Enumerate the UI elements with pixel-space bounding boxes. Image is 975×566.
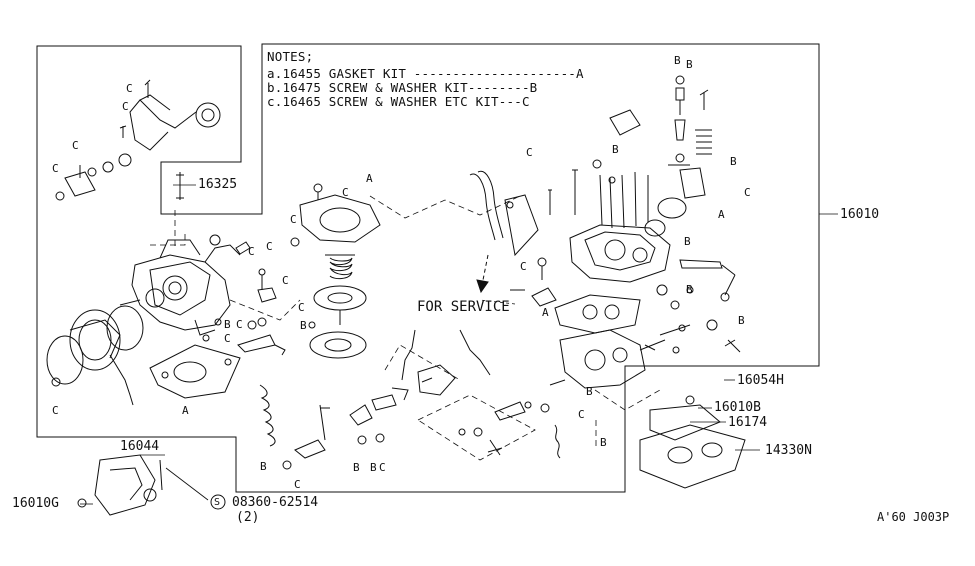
screw-quantity: (2) bbox=[236, 510, 260, 525]
dashed-assembly-lines bbox=[150, 195, 661, 461]
notes-line-b: b.16475 SCREW & WASHER KIT--------B bbox=[267, 80, 538, 95]
center-linkage-parts bbox=[259, 329, 491, 470]
callout-c: C bbox=[379, 461, 386, 474]
part-16054h: 16054H bbox=[737, 373, 784, 388]
callout-b: B bbox=[674, 54, 681, 67]
fuel-hose bbox=[469, 170, 539, 257]
callout-c: C bbox=[578, 408, 585, 421]
throttle-body-lower bbox=[549, 324, 686, 389]
throttle-linkage-cluster bbox=[55, 79, 221, 201]
callout-a: A bbox=[366, 172, 373, 185]
callout-c: C bbox=[72, 139, 79, 152]
callout-c: C bbox=[52, 162, 59, 175]
callout-b: B bbox=[612, 143, 619, 156]
notes-line-a: a.16455 GASKET KIT ---------------------… bbox=[267, 66, 584, 81]
callout-c: C bbox=[342, 186, 349, 199]
callout-c: C bbox=[294, 478, 301, 491]
callout-a: A bbox=[718, 208, 725, 221]
callout-a: A bbox=[542, 306, 549, 319]
part-16174: 16174 bbox=[728, 415, 768, 430]
callout-c: C bbox=[248, 245, 255, 258]
callout-c: C bbox=[122, 100, 129, 113]
callout-b: B bbox=[224, 318, 231, 331]
part-16044: 16044 bbox=[120, 439, 160, 454]
callout-c: C bbox=[126, 82, 133, 95]
diagram-id: A'60 J003P bbox=[877, 510, 950, 524]
callout-c: C bbox=[744, 186, 751, 199]
callout-c: C bbox=[236, 318, 243, 331]
callout-b: B bbox=[370, 461, 377, 474]
callout-c: C bbox=[52, 404, 59, 417]
needle-valve-column bbox=[668, 75, 712, 166]
parts-frame bbox=[36, 43, 820, 493]
callout-c: C bbox=[224, 332, 231, 345]
left-small-parts bbox=[176, 172, 286, 356]
callout-b: B bbox=[686, 58, 693, 71]
callout-c: C bbox=[520, 260, 527, 273]
callout-c: C bbox=[298, 301, 305, 314]
notes-title: NOTES; bbox=[267, 49, 314, 64]
left-carburetor-body bbox=[119, 234, 241, 336]
vacuum-diaphragm bbox=[290, 183, 381, 359]
part-screw-08360-62514: 08360-62514 bbox=[232, 495, 319, 510]
screw-symbol: S bbox=[214, 497, 221, 508]
part-16010b: 16010B bbox=[714, 400, 761, 415]
callout-c: C bbox=[290, 213, 297, 226]
flange-gaskets bbox=[639, 395, 746, 489]
part-16010g: 16010G bbox=[12, 496, 59, 511]
part-14330n: 14330N bbox=[765, 443, 812, 458]
part-16325: 16325 bbox=[198, 177, 238, 192]
lower-center-fasteners bbox=[458, 257, 561, 459]
callout-b: B bbox=[260, 460, 267, 473]
for-service-label: FOR SERVICE bbox=[417, 299, 510, 315]
gasket-a-right bbox=[554, 294, 641, 334]
callout-b: B bbox=[586, 385, 593, 398]
callout-b: B bbox=[730, 155, 737, 168]
callout-b: B bbox=[353, 461, 360, 474]
part-16010: 16010 bbox=[840, 207, 880, 222]
air-horn-assembly bbox=[548, 109, 741, 353]
gasket-a-left bbox=[149, 344, 241, 399]
callout-b: B bbox=[300, 319, 307, 332]
throttle-opener-16044 bbox=[77, 454, 226, 516]
callout-c: C bbox=[266, 240, 273, 253]
notes-line-c: c.16465 SCREW & WASHER ETC KIT---C bbox=[267, 94, 530, 109]
callout-b: B bbox=[684, 235, 691, 248]
choke-housing bbox=[46, 305, 144, 406]
leader-lines bbox=[80, 184, 838, 505]
callout-b: B bbox=[600, 436, 607, 449]
callout-a: A bbox=[182, 404, 189, 417]
service-arrow bbox=[476, 254, 489, 294]
callout-c: C bbox=[526, 146, 533, 159]
callout-b: B bbox=[738, 314, 745, 327]
callout-c: C bbox=[282, 274, 289, 287]
callout-b: B bbox=[686, 283, 693, 296]
